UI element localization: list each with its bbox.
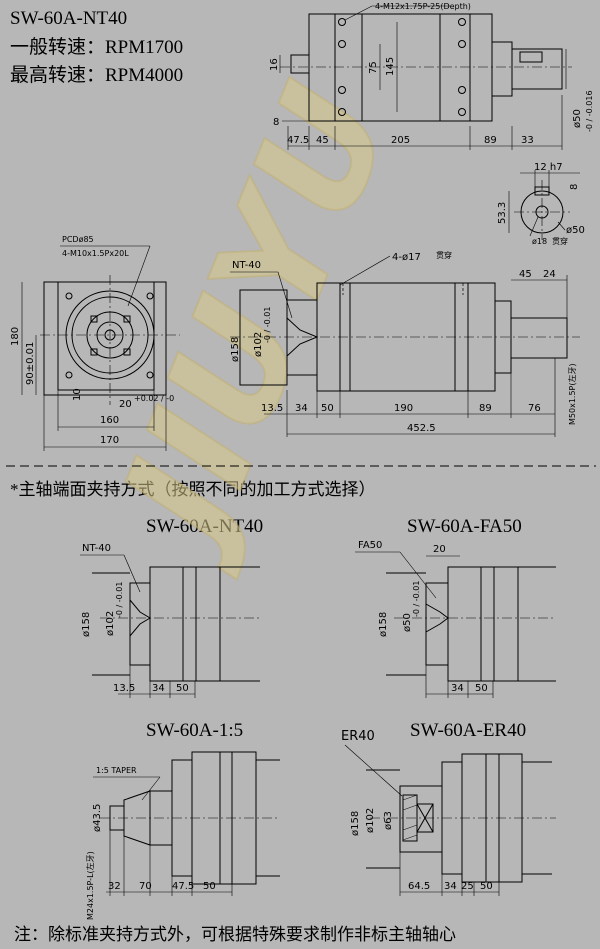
sub-nt40-13-5: 13.5 <box>113 683 135 694</box>
sub-taper-50: 50 <box>203 881 216 892</box>
dim-33: 33 <box>521 135 534 146</box>
model-title: SW-60A-NT40 <box>10 8 128 29</box>
footer-note: 注：除标准夹持方式外，可根据特殊要求制作非标主轴轴心 <box>14 925 456 944</box>
dim-53-3: 53.3 <box>497 202 508 224</box>
dim-key-8: 8 <box>569 184 580 190</box>
dim-170: 170 <box>100 435 119 446</box>
sub-er40-25: 25 <box>461 881 474 892</box>
dim-fv-34: 34 <box>295 403 308 414</box>
dim-47-5: 47.5 <box>287 135 309 146</box>
sub-nt40-34: 34 <box>152 683 165 694</box>
sub-er40-158: ø158 <box>350 811 361 836</box>
dim-145: 145 <box>385 57 396 76</box>
dim-end-10: 10 <box>72 388 83 401</box>
sub-taper-32: 32 <box>108 881 121 892</box>
sub-er40-63: ø63 <box>383 811 394 830</box>
sub-fa50-dim-50: 50 <box>475 683 488 694</box>
top-view: 4-M12x1.75P-25(Depth) 75 145 16 8 47.5 4… <box>269 2 594 150</box>
dim-90: 90±0.01 <box>25 342 36 385</box>
dim-16: 16 <box>269 58 280 71</box>
dim-fv-158: ø158 <box>230 337 241 362</box>
brand-watermark: JIUYU <box>81 63 425 581</box>
view-title-er40: SW-60A-ER40 <box>410 720 527 741</box>
dim-shaft-dia: ø50 <box>572 109 583 128</box>
sub-er40-50: 50 <box>480 881 493 892</box>
top-callout: 4-M12x1.75P-25(Depth) <box>375 2 471 11</box>
sub-nt40-158: ø158 <box>81 612 92 637</box>
view-title-taper: SW-60A-1:5 <box>146 720 244 741</box>
sub-fa50-label: FA50 <box>358 540 382 551</box>
key-view: 12 h7 8 53.3 ø50 ø18 贯穿 <box>497 162 585 246</box>
dim-bore: ø18 <box>532 237 547 246</box>
sub-fa50-50: ø50 <box>402 613 413 632</box>
nt40-label: NT-40 <box>232 260 261 271</box>
sub-fa50-158: ø158 <box>378 612 389 637</box>
dim-fv-190: 190 <box>394 403 413 414</box>
dim-180: 180 <box>10 327 21 346</box>
normal-speed-text: 一般转速：RPM1700 <box>10 37 184 58</box>
thread-label: M50x1.5P(左牙) <box>567 363 577 425</box>
bolt-label: 4-M10x1.5Px20L <box>62 249 129 258</box>
sub-taper-47-5: 47.5 <box>172 881 194 892</box>
holes-note: 贯穿 <box>436 250 452 260</box>
sub-view-er40: ER40 ø158 ø102 ø63 64.5 34 25 50 <box>341 729 556 896</box>
sub-fa50-20: 20 <box>433 544 446 555</box>
sub-fa50-34: 34 <box>451 683 464 694</box>
front-view: NT-40 4-ø17 贯穿 45 24 ø158 ø102 -0 / -0.0… <box>230 250 580 437</box>
sub-nt40-102: ø102 <box>105 611 116 636</box>
sub-nt40-tol: -0 / -0.01 <box>115 582 124 618</box>
dim-fv-45: 45 <box>519 269 532 280</box>
dim-fv-102: ø102 <box>253 332 264 357</box>
end-view: PCDø85 4-M10x1.5Px20L 180 90±0.01 10 20 … <box>10 235 180 451</box>
pcd-label: PCDø85 <box>62 235 94 244</box>
sub-taper-thread: M24x1.5P-L(左牙) <box>85 851 95 920</box>
dim-end-20: 20 <box>119 399 132 410</box>
sub-nt40-50: 50 <box>176 683 189 694</box>
dim-45: 45 <box>316 135 329 146</box>
dim-75: 75 <box>368 61 379 74</box>
dim-fv-tol: -0 / -0.01 <box>263 307 272 343</box>
dim-8: 8 <box>273 117 279 128</box>
sub-taper-label: 1:5 TAPER <box>96 766 137 775</box>
section-title: *主轴端面夹持方式（按照不同的加工方式选择） <box>10 480 376 499</box>
dim-shaft-tol: -0 / -0.016 <box>585 90 594 132</box>
max-speed-text: 最高转速：RPM4000 <box>10 65 184 86</box>
sub-view-fa50: FA50 20 ø158 ø50 -0 / -0.01 34 50 <box>355 540 556 698</box>
dim-fv-76: 76 <box>528 403 541 414</box>
holes-label: 4-ø17 <box>392 252 421 263</box>
dim-fv-13-5: 13.5 <box>261 403 283 414</box>
dim-fv-24: 24 <box>543 269 556 280</box>
dim-fv-50: 50 <box>321 403 334 414</box>
sub-er40-label: ER40 <box>341 729 375 744</box>
view-title-nt40: SW-60A-NT40 <box>146 516 264 537</box>
dim-89: 89 <box>484 135 497 146</box>
sub-view-nt40: NT-40 ø158 ø102 -0 / -0.01 13.5 34 50 <box>80 543 260 698</box>
sub-er40-34: 34 <box>444 881 457 892</box>
sub-taper-70: 70 <box>139 881 152 892</box>
dim-fv-89: 89 <box>479 403 492 414</box>
sub-taper-43-5: ø43.5 <box>92 804 103 832</box>
dim-160: 160 <box>100 415 119 426</box>
sub-view-taper: 1:5 TAPER ø43.5 M24x1.5P-L(左牙) 32 70 47.… <box>85 751 280 920</box>
sub-fa50-tol: -0 / -0.01 <box>412 581 421 617</box>
bore-note: 贯穿 <box>552 236 568 246</box>
sub-er40-64-5: 64.5 <box>408 881 430 892</box>
dim-fv-452-5: 452.5 <box>407 423 436 434</box>
sub-nt40-label: NT-40 <box>82 543 111 554</box>
dim-key-dia: ø50 <box>566 225 585 236</box>
sub-er40-102: ø102 <box>365 808 376 833</box>
view-title-fa50: SW-60A-FA50 <box>407 516 522 537</box>
dim-12h7: 12 h7 <box>534 162 563 173</box>
dim-205: 205 <box>391 135 410 146</box>
